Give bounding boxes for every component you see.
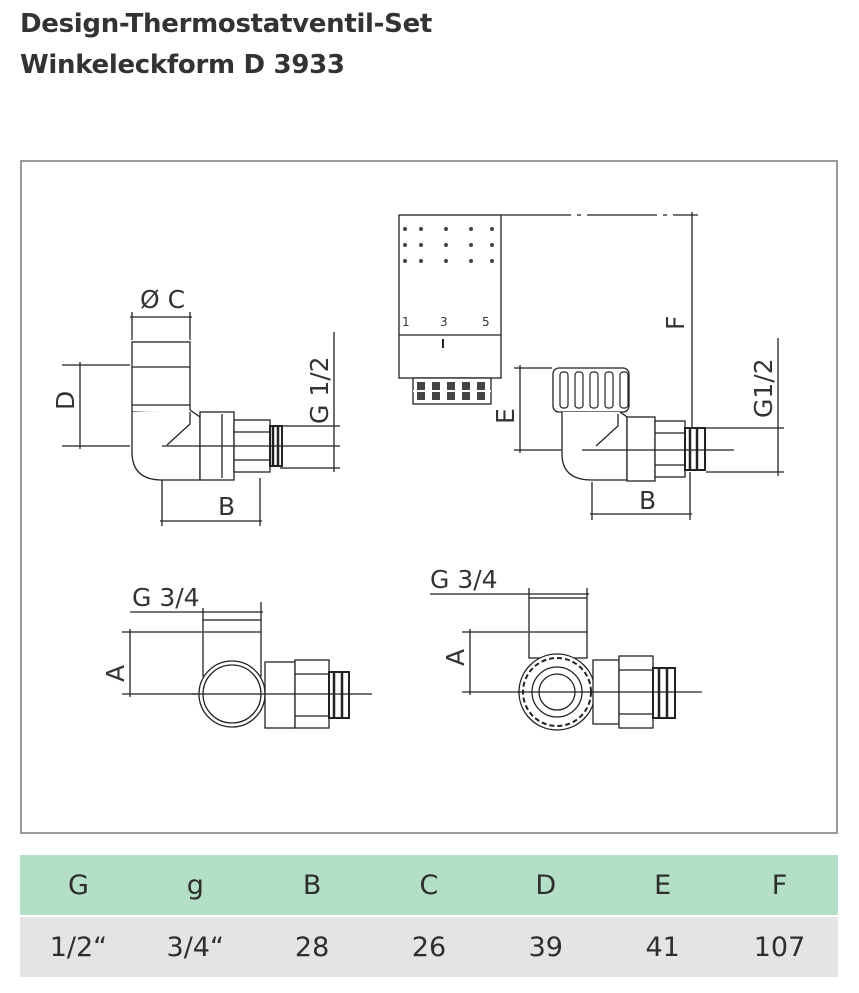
header-b: B: [253, 855, 371, 917]
valve-top-view-left: [122, 602, 372, 729]
value-b: 28: [253, 916, 371, 977]
value-d: 39: [487, 916, 605, 977]
valve-top-view-right: [430, 588, 702, 731]
label-g12-right: G1/2: [749, 358, 778, 418]
header-f: F: [721, 855, 838, 917]
label-g12-left: G 1/2: [305, 356, 334, 424]
header-e: E: [604, 855, 722, 917]
header-g-lower: g: [136, 855, 254, 917]
valve-side-view-left: [62, 312, 340, 526]
dimension-table: G g B C D E F 1/2“ 3/4“ 28 26 39 41 107: [20, 855, 838, 977]
label-g34-right: G 3/4: [430, 565, 498, 594]
value-g-lower: 3/4“: [136, 916, 254, 977]
dimension-table-row: 1/2“ 3/4“ 28 26 39 41 107: [20, 916, 838, 977]
value-c: 26: [370, 916, 488, 977]
label-g34-left: G 3/4: [132, 583, 200, 612]
thermo-scale-1: 1: [402, 315, 410, 329]
value-f: 107: [721, 916, 838, 977]
title-line-1: Design-Thermostatventil-Set: [20, 9, 433, 39]
technical-drawing-svg: Ø C D B G 1/2: [51, 212, 784, 731]
label-e: E: [491, 408, 520, 424]
header-c: C: [370, 855, 488, 917]
title-line-2: Winkeleckform D 3933: [20, 50, 345, 80]
header-g-upper: G: [20, 855, 137, 917]
label-b-left: B: [218, 492, 235, 521]
thermo-scale-5: 5: [482, 315, 490, 329]
value-g-upper: 1/2“: [20, 916, 137, 977]
label-f: F: [661, 316, 690, 330]
page-title: Design-Thermostatventil-Set Winkeleckfor…: [20, 4, 432, 86]
label-b-right: B: [639, 486, 656, 515]
header-d: D: [487, 855, 605, 917]
label-a-left: A: [101, 665, 130, 682]
value-e: 41: [604, 916, 722, 977]
thermostat-side-view: [398, 212, 784, 520]
label-d: D: [51, 391, 80, 410]
label-diameter-c: Ø C: [140, 285, 185, 314]
dimension-table-header-row: G g B C D E F: [20, 855, 838, 917]
label-a-right: A: [441, 649, 470, 666]
thermo-scale-3: 3: [440, 315, 448, 329]
technical-drawing: Ø C D B G 1/2: [20, 160, 838, 834]
